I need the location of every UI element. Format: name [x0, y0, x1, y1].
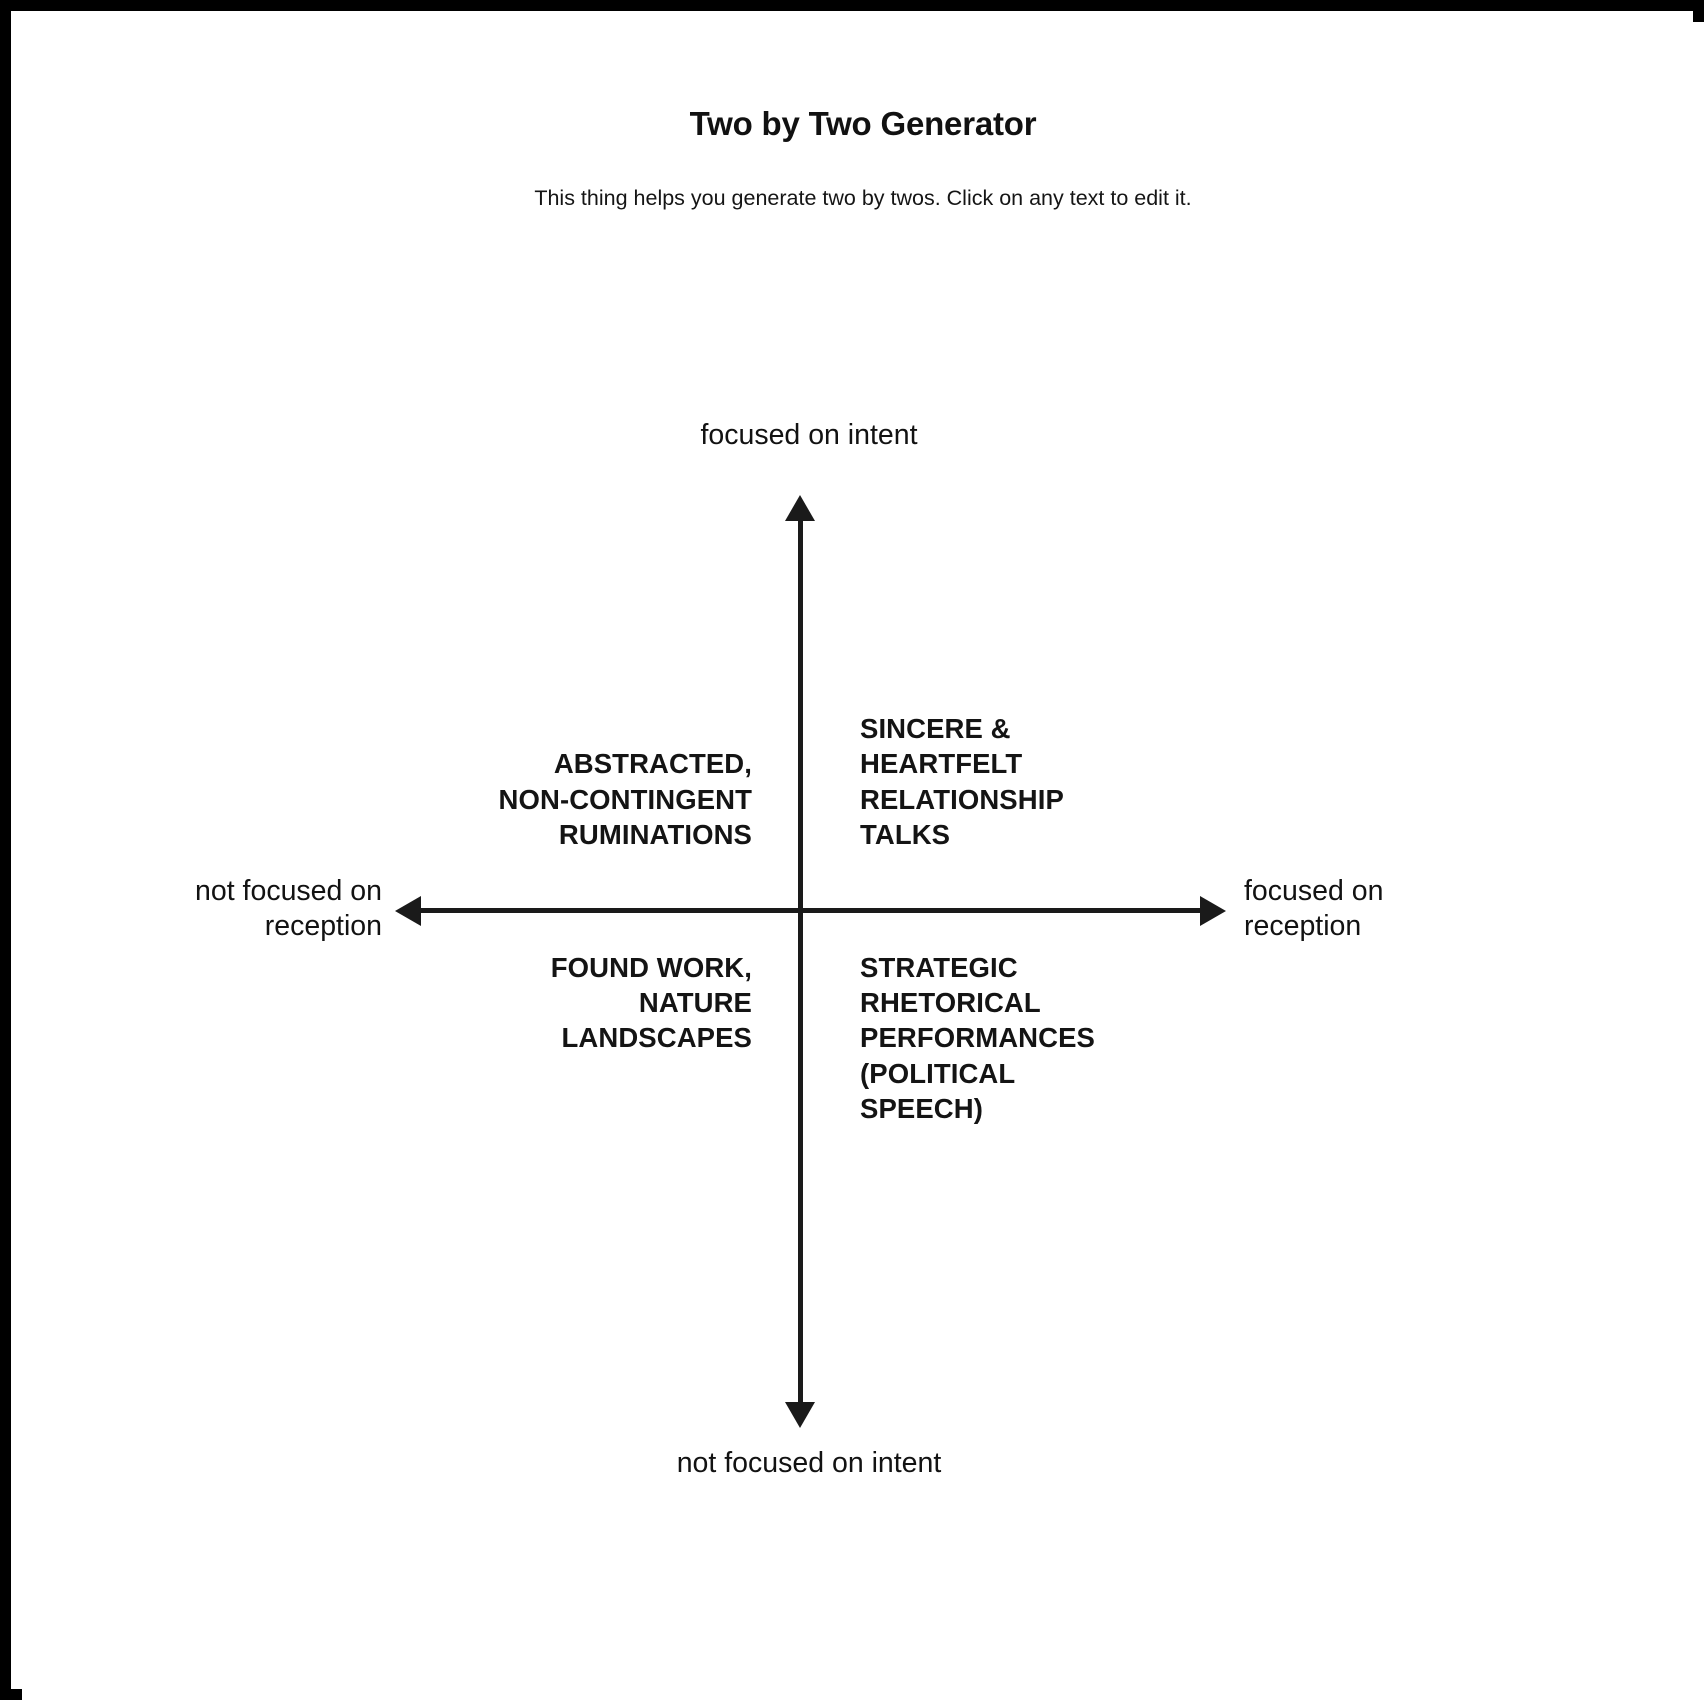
arrow-down-icon: [785, 1402, 815, 1428]
quadrant-label-top-right[interactable]: SINCERE & HEARTFELT RELATIONSHIP TALKS: [860, 713, 1064, 850]
quadrant-label-top-left[interactable]: ABSTRACTED, NON-CONTINGENT RUMINATIONS: [498, 748, 752, 850]
page-canvas: Two by Two Generator This thing helps yo…: [22, 22, 1704, 1700]
page-header: Two by Two Generator This thing helps yo…: [22, 104, 1704, 213]
arrow-right-icon: [1200, 896, 1226, 926]
arrow-left-icon: [395, 896, 421, 926]
quadrant-label-bottom-left[interactable]: FOUND WORK, NATURE LANDSCAPES: [550, 952, 752, 1054]
axis-label-left[interactable]: not focused on reception: [195, 875, 382, 942]
page-title[interactable]: Two by Two Generator: [689, 105, 1037, 142]
arrow-up-icon: [785, 495, 815, 521]
axis-label-bottom[interactable]: not focused on intent: [676, 1447, 942, 1479]
quadrant-label-bottom-right[interactable]: STRATEGIC RHETORICAL PERFORMANCES (POLIT…: [860, 952, 1095, 1124]
page-subtitle[interactable]: This thing helps you generate two by two…: [534, 185, 1192, 210]
two-by-two-matrix: focused on intent not focused on intent …: [22, 22, 1704, 1700]
horizontal-axis-line: [407, 908, 1212, 913]
axis-label-top[interactable]: focused on intent: [700, 419, 918, 451]
axis-label-right[interactable]: focused on reception: [1244, 875, 1384, 942]
vertical-axis-line: [798, 507, 803, 1417]
